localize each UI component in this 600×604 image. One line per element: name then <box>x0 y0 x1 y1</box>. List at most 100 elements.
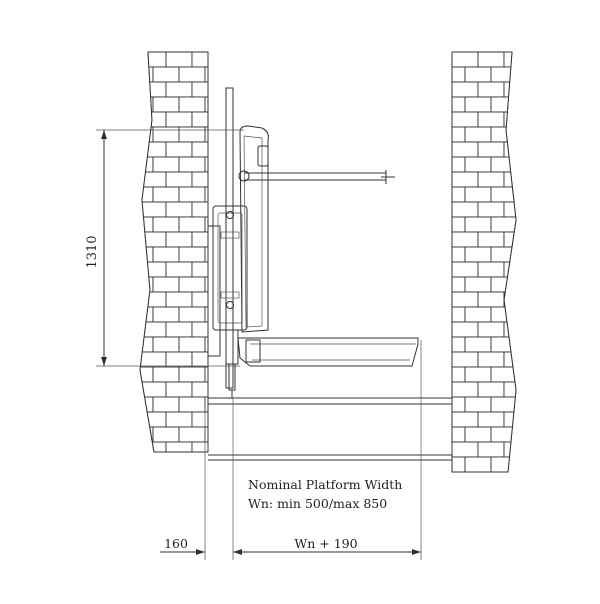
brick <box>464 216 492 233</box>
brick <box>464 396 492 413</box>
brick <box>231 217 257 232</box>
brick <box>517 367 543 382</box>
brick <box>543 277 569 292</box>
brick <box>140 426 154 443</box>
brick <box>530 202 556 217</box>
brick <box>140 171 141 188</box>
brick <box>464 456 492 472</box>
brick <box>452 351 479 368</box>
brick <box>503 171 516 188</box>
brick <box>477 261 505 278</box>
brick <box>490 126 516 143</box>
brick <box>231 337 257 352</box>
brick <box>452 171 453 188</box>
brick <box>152 336 180 353</box>
brick <box>140 81 141 98</box>
brick <box>140 201 141 218</box>
brick <box>165 111 193 128</box>
brick <box>452 441 479 458</box>
brick <box>477 381 505 398</box>
brick <box>452 261 453 278</box>
brick <box>178 426 206 443</box>
annotation-line-2: Wn: min 500/max 850 <box>248 496 387 511</box>
brick <box>517 97 543 112</box>
brick <box>543 157 569 172</box>
brick <box>140 396 154 413</box>
brick <box>204 186 208 203</box>
folded-backrest <box>239 125 269 333</box>
brick <box>490 246 516 263</box>
brick <box>165 441 193 452</box>
brick <box>178 216 206 233</box>
brick <box>140 351 167 368</box>
brick <box>490 156 516 173</box>
brick <box>543 427 569 442</box>
brick <box>218 412 244 427</box>
brick <box>452 81 453 98</box>
brick <box>165 171 193 188</box>
brick <box>503 411 516 428</box>
brick <box>464 276 492 293</box>
brick <box>517 427 543 442</box>
brick <box>452 291 479 308</box>
lift-mechanism <box>207 87 419 398</box>
brick <box>191 111 208 128</box>
brick <box>503 441 516 458</box>
brick <box>218 52 244 67</box>
brick <box>165 231 193 248</box>
brick <box>452 321 453 338</box>
brick <box>152 216 180 233</box>
brick <box>477 411 505 428</box>
brick <box>178 336 206 353</box>
brick <box>477 81 505 98</box>
brick <box>464 126 492 143</box>
brick <box>530 442 556 457</box>
right-brick-wall <box>451 51 569 473</box>
brick <box>204 246 208 263</box>
brick <box>140 186 154 203</box>
brick <box>452 231 453 248</box>
brick <box>218 232 244 247</box>
brick <box>191 261 208 278</box>
brick <box>152 426 180 443</box>
brick <box>191 291 208 308</box>
brick <box>178 66 206 83</box>
brick <box>464 66 492 83</box>
brick <box>543 127 569 142</box>
brick <box>452 201 479 218</box>
brick <box>530 412 556 427</box>
brick <box>152 156 180 173</box>
brick <box>165 201 193 218</box>
brick <box>503 291 516 308</box>
width-dimension-label: Wn + 190 <box>294 536 357 551</box>
brick <box>452 52 453 68</box>
brick <box>477 321 505 338</box>
brick <box>178 186 206 203</box>
brick <box>140 441 141 452</box>
brick <box>204 126 208 143</box>
brick <box>452 141 453 158</box>
brick <box>452 111 453 128</box>
brick <box>140 306 154 323</box>
brick <box>452 381 453 398</box>
brick <box>530 142 556 157</box>
brick <box>530 382 556 397</box>
brick <box>204 156 208 173</box>
brick <box>464 96 492 113</box>
brick <box>490 396 516 413</box>
brick <box>204 306 208 323</box>
brick <box>543 97 569 112</box>
brick <box>477 231 505 248</box>
brick <box>152 186 180 203</box>
brick <box>152 66 180 83</box>
brick <box>543 337 569 352</box>
brick <box>517 397 543 412</box>
brick <box>191 231 208 248</box>
brick <box>140 261 167 278</box>
wall-outline <box>451 51 517 473</box>
brick <box>543 307 569 322</box>
wall-outline <box>139 51 209 453</box>
brick <box>543 367 569 382</box>
brick <box>152 276 180 293</box>
